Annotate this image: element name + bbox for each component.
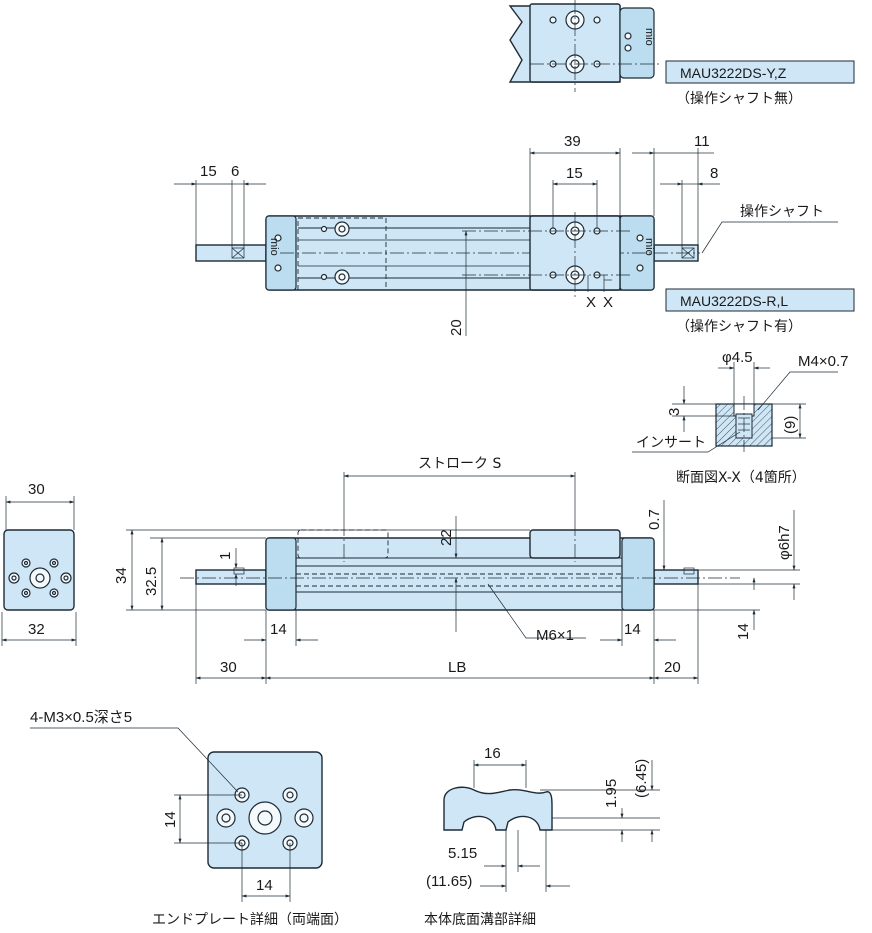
dim-1: 1 [217,552,234,560]
logo-mid-left: mio [268,238,280,256]
model-note-mid: （操作シャフト有） [676,319,802,335]
dim-11.65: (11.65) [426,873,472,890]
dim-8: 8 [710,165,718,182]
dim-30-width: 30 [28,481,45,498]
dim-34: 34 [113,567,130,584]
dim-m6: M6×1 [536,627,574,644]
x-marker-2: X [603,294,613,311]
dim-0.7: 0.7 [646,509,663,530]
dim-20: 20 [664,659,681,676]
dim-phi4.5: φ4.5 [722,349,753,366]
side-view-dimensions [126,472,800,684]
end-plate-label: エンドプレート詳細（両端面） [152,912,348,928]
dim-22: 22 [438,529,455,546]
groove-label: 本体底面溝部詳細 [424,912,536,928]
logo-top: mio [643,28,655,46]
model-note-top: （操作シャフト無） [676,91,802,107]
model-name-top: MAU3222DS-Y,Z [680,65,787,81]
mid-top-dimensions [174,148,838,336]
dim-m4: M4×0.7 [798,353,848,370]
dim-15a: 15 [200,163,217,180]
model-name-mid: MAU3222DS-R,L [680,293,788,309]
stroke-label: ストローク S [418,456,501,472]
dim-1.95: 1.95 [603,779,620,808]
dim-39: 39 [564,133,581,150]
end-plate-detail [30,727,323,902]
dim-6: 6 [231,163,239,180]
dim-14a: 14 [270,621,287,638]
section-label: 断面図X-X（4箇所） [676,469,806,486]
mid-top-view: mio mio [195,212,700,300]
dim-5.15: 5.15 [448,845,477,862]
dim-9: (9) [782,416,799,434]
dim-11: 11 [694,133,710,150]
dim-32: 32 [28,621,45,638]
dim-14c: 14 [735,623,752,640]
dim-32.5: 32.5 [143,567,160,596]
dim-14d: 14 [162,811,179,828]
x-marker-1: X [586,294,596,311]
groove-detail [443,760,660,892]
dim-30: 30 [220,659,237,676]
dim-6.45: (6.45) [633,759,650,798]
section-xx [632,362,838,453]
dim-14e: 14 [256,877,273,894]
top-view-partial: mio [508,0,660,92]
dim-15b: 15 [566,165,583,182]
model-box-top [665,60,855,84]
dim-m3: 4-M3×0.5深さ5 [30,709,132,726]
dim-20-vertical: 20 [448,319,465,336]
shaft-label: 操作シャフト [740,204,824,220]
logo-mid-right: mio [643,238,655,256]
dim-3: 3 [666,408,683,416]
model-box-mid [665,288,855,312]
end-view [1,496,77,646]
dim-16: 16 [484,745,501,762]
side-view [180,522,740,611]
dim-14b: 14 [624,621,641,638]
insert-label: インサート [636,435,706,451]
dim-phi6h7: φ6h7 [776,525,793,560]
dim-lb: LB [448,659,466,676]
